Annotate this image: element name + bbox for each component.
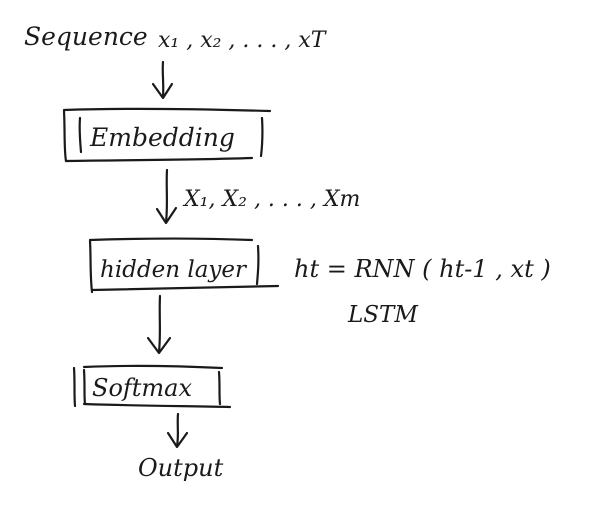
embedding-label: Embedding <box>89 123 235 152</box>
sequence-label: Sequence <box>24 22 148 51</box>
hidden-alternative: LSTM <box>347 302 419 328</box>
hidden-layer-label: hidden layer <box>100 257 248 283</box>
arrow-softmax-to-output <box>166 412 189 449</box>
softmax-box <box>72 364 232 409</box>
embedding-box <box>62 107 272 163</box>
sequence-tokens: x₁ , x₂ , . . . , xT <box>158 28 328 53</box>
arrow-embedding-to-hidden <box>155 168 178 225</box>
softmax-label: Softmax <box>92 374 192 402</box>
arrow-hidden-to-softmax <box>146 294 172 355</box>
embedding-output: X₁, X₂ , . . . , Xт <box>182 187 360 212</box>
output-label: Output <box>138 454 224 482</box>
hidden-layer-box <box>88 237 280 294</box>
hidden-equation: ht = RNN ( ht-1 , xt ) <box>294 255 551 283</box>
arrow-sequence-to-embedding <box>151 60 174 100</box>
